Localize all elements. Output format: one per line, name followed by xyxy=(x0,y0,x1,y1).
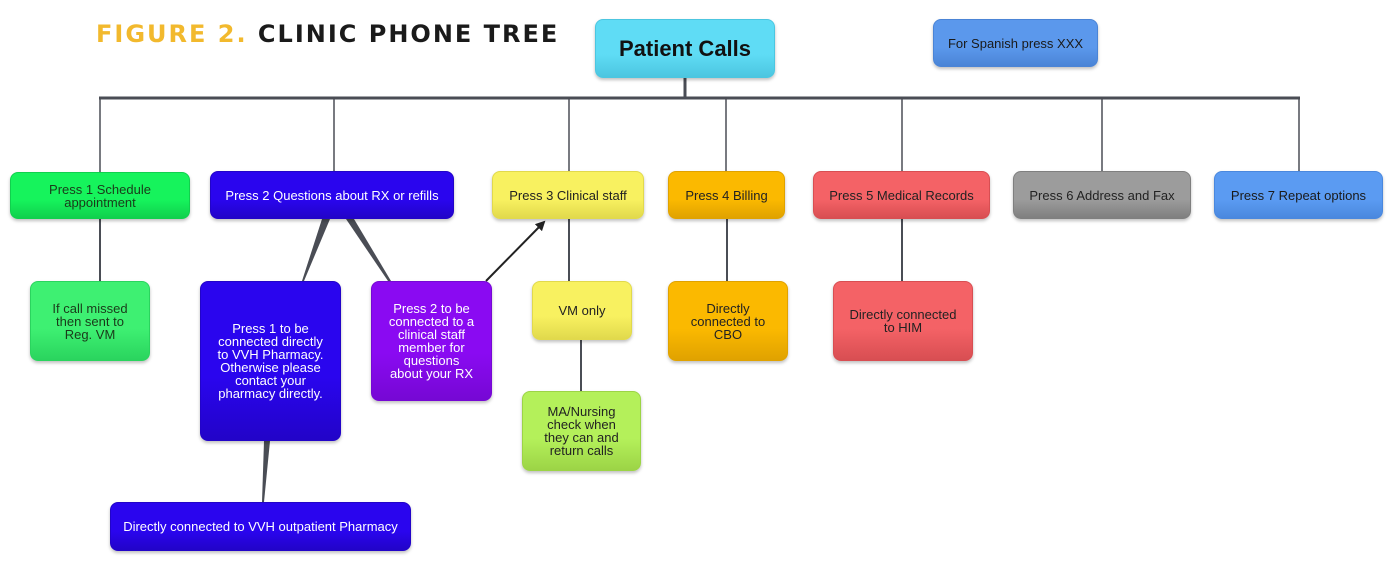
node-label: Press 6 Address and Fax xyxy=(1029,187,1175,203)
node-label: Directly connected to HIM xyxy=(849,307,957,335)
node-label: Patient Calls xyxy=(618,36,752,61)
connector-opt2-sub2 xyxy=(346,219,391,281)
node-press-4: Press 4 Billing xyxy=(668,171,785,219)
figure-name: CLINIC PHONE TREE xyxy=(257,20,560,48)
node-label: Press 3 Clinical staff xyxy=(509,187,627,203)
figure-label: FIGURE 2. xyxy=(96,20,248,48)
node-label: Press 7 Repeat options xyxy=(1230,187,1367,203)
node-label: Directly connected to CBO xyxy=(690,300,766,342)
figure-title: FIGURE 2. CLINIC PHONE TREE xyxy=(96,20,559,48)
node-spanish: For Spanish press XXX xyxy=(933,19,1098,67)
connector-arrow-sub2-opt3 xyxy=(485,220,546,282)
node-press-3: Press 3 Clinical staff xyxy=(492,171,644,219)
node-cbo: Directly connected to CBO xyxy=(668,281,788,361)
node-press-5: Press 5 Medical Records xyxy=(813,171,990,219)
node-vm-only: VM only xyxy=(532,281,632,340)
node-missed-call-vm: If call missed then sent to Reg. VM xyxy=(30,281,150,361)
node-press-2: Press 2 Questions about RX or refills xyxy=(210,171,454,219)
node-press-6: Press 6 Address and Fax xyxy=(1013,171,1191,219)
node-label: If call missed then sent to Reg. VM xyxy=(52,300,128,342)
node-vvh-outpatient-pharmacy: Directly connected to VVH outpatient Pha… xyxy=(110,502,411,551)
node-clinical-staff-rx-option: Press 2 to be connected to a clinical st… xyxy=(371,281,492,401)
node-press-1: Press 1 Schedule appointment xyxy=(10,172,190,219)
node-label: Press 1 Schedule appointment xyxy=(49,181,151,210)
node-label: Press 1 to be connected directly to VVH … xyxy=(217,321,324,401)
connector-opt2-sub1-sub xyxy=(262,441,270,502)
node-him: Directly connected to HIM xyxy=(833,281,973,361)
node-label: MA/Nursing check when they can and retur… xyxy=(544,404,619,458)
node-ma-nursing: MA/Nursing check when they can and retur… xyxy=(522,391,641,471)
node-patient-calls: Patient Calls xyxy=(595,19,775,78)
node-label: VM only xyxy=(558,303,606,318)
node-label: Directly connected to VVH outpatient Pha… xyxy=(123,519,398,534)
node-press-7: Press 7 Repeat options xyxy=(1214,171,1383,219)
node-vvh-pharmacy-option: Press 1 to be connected directly to VVH … xyxy=(200,281,341,441)
node-label: Press 2 to be connected to a clinical st… xyxy=(388,301,475,381)
node-label: Press 4 Billing xyxy=(685,187,768,203)
node-label: Press 2 Questions about RX or refills xyxy=(225,187,439,203)
node-label: Press 5 Medical Records xyxy=(829,187,974,203)
node-label: For Spanish press XXX xyxy=(947,35,1084,51)
connector-opt2-sub1 xyxy=(302,219,330,281)
